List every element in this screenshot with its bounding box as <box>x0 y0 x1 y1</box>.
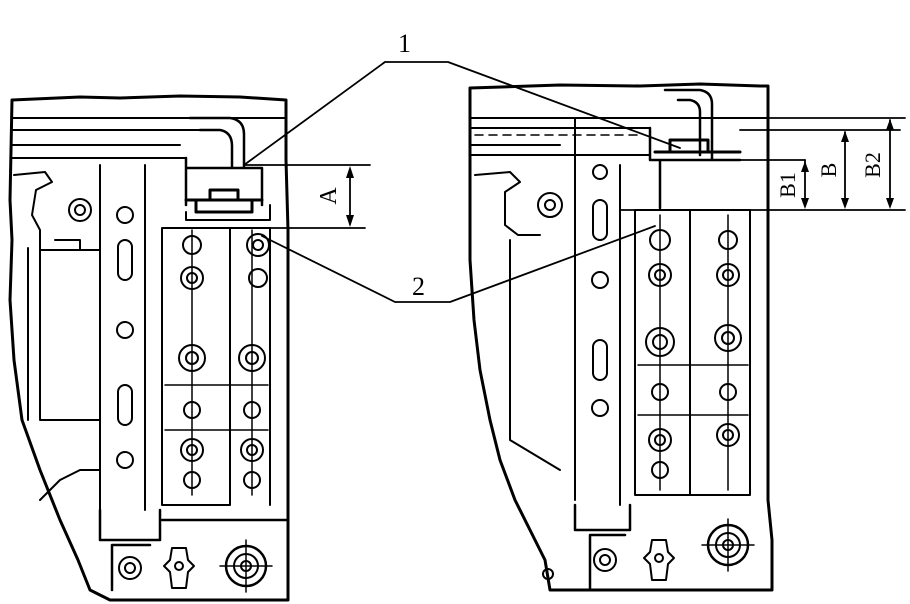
right-top-plate <box>469 117 769 156</box>
dimension-b1-label: B1 <box>775 172 800 198</box>
right-outer-contour <box>468 82 774 592</box>
left-side-profile <box>13 171 101 501</box>
callout-2: 2 <box>261 225 656 303</box>
left-hole-c <box>116 451 134 469</box>
callout-1-label: 1 <box>398 29 411 58</box>
left-top-hole-inner <box>74 204 86 216</box>
right-slot-1 <box>592 199 608 241</box>
left-slot-1 <box>117 239 133 281</box>
left-hole-b <box>116 321 134 339</box>
left-part-1-rail <box>184 188 264 214</box>
right-bracket <box>648 88 742 210</box>
left-hole-a <box>116 206 134 224</box>
right-bottom-block <box>573 503 632 592</box>
left-bottom-block <box>98 508 290 592</box>
right-slot-2 <box>592 339 608 381</box>
left-hole-grid <box>164 229 270 496</box>
left-outer-contour <box>8 94 290 602</box>
right-side-profile <box>474 117 751 506</box>
dimensions-b: B1 B B2 <box>619 117 906 211</box>
right-top-hole <box>537 192 563 218</box>
left-guide-lines <box>99 164 271 511</box>
dimension-a: A <box>185 164 371 229</box>
right-bottom-plug <box>643 539 675 581</box>
left-part-2-block <box>185 204 271 221</box>
left-slot-2 <box>117 384 133 426</box>
left-bracket <box>184 116 264 207</box>
left-bottom-plug <box>163 547 195 589</box>
right-housing-view <box>468 82 774 592</box>
right-hole-grid <box>637 214 749 491</box>
dimension-a-label: A <box>316 187 342 205</box>
left-housing-view <box>8 94 290 602</box>
dimension-b-label: B <box>816 163 841 178</box>
right-part-1-rail <box>653 138 742 154</box>
right-bottom-hole-1 <box>593 548 617 572</box>
dimension-b2-label: B2 <box>860 152 885 178</box>
callout-2-label: 2 <box>412 272 425 301</box>
callout-1: 1 <box>243 29 681 166</box>
left-bottom-hole-1 <box>118 556 142 580</box>
left-top-plate <box>11 117 287 159</box>
left-top-hole <box>68 198 92 222</box>
